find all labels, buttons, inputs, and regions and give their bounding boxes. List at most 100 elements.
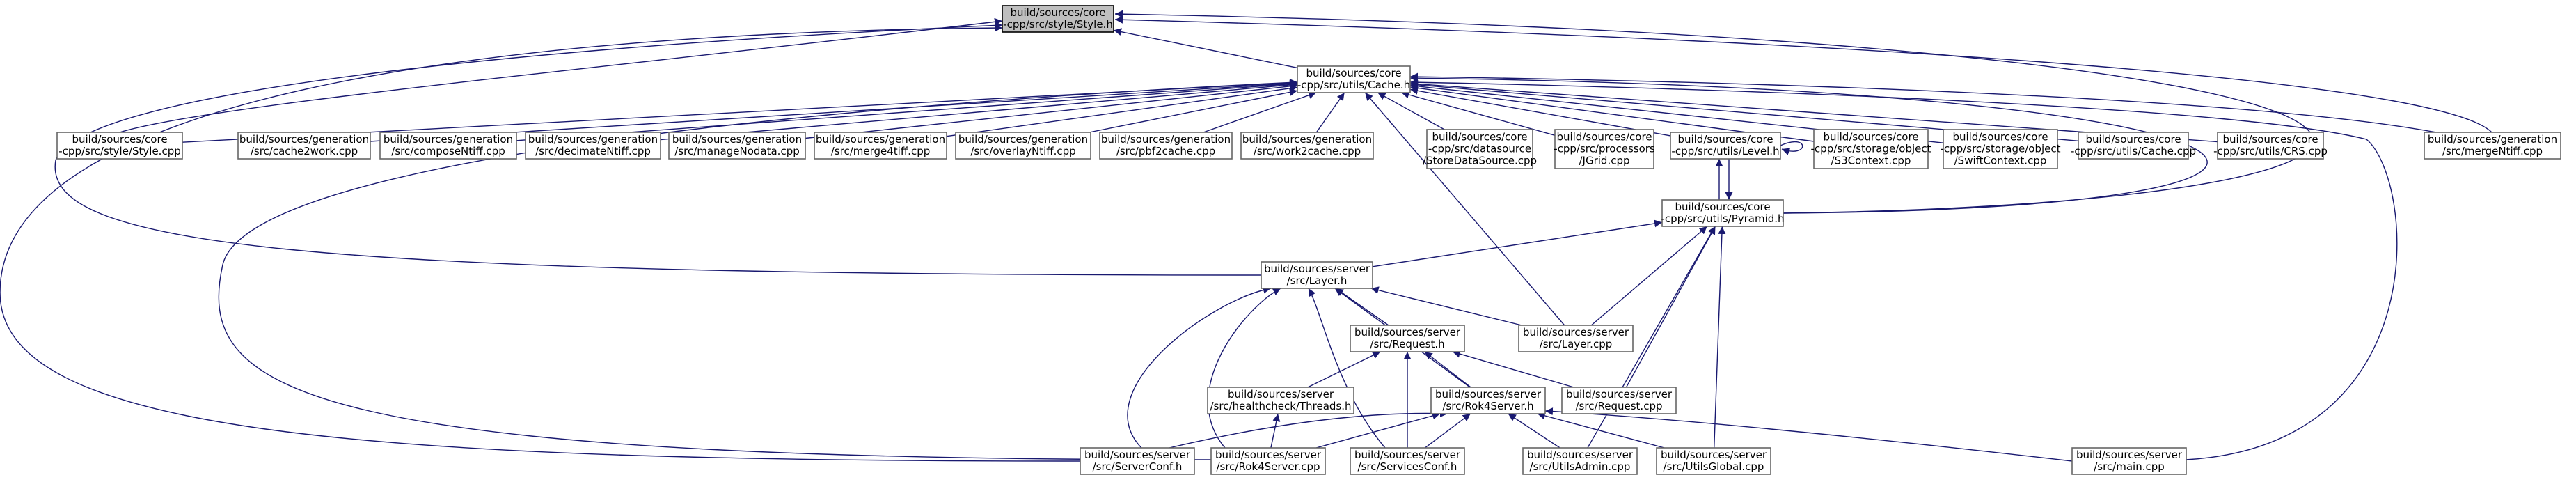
node-storeds[interactable]: build/sources/core-cpp/src/datasource/St… — [1423, 129, 1537, 169]
node-box — [1561, 387, 1677, 414]
node-label-line: -cpp/src/utils/Cache.h — [1297, 79, 1410, 91]
node-label-line: /src/mergeNtiff.cpp — [2442, 145, 2543, 157]
edge-serverconf-h-to-layer-h — [1127, 286, 1272, 449]
node-label-line: build/sources/core — [1823, 131, 1918, 143]
node-label-line: build/sources/core — [1432, 131, 1527, 143]
node-layer: build/sources/core-cpp/src/style/Style.h… — [56, 5, 2561, 475]
node-main-cpp[interactable]: build/sources/server/src/main.cpp — [2071, 447, 2187, 475]
node-work2cache[interactable]: build/sources/generation/src/work2cache.… — [1240, 132, 1374, 160]
node-label-line: /src/work2cache.cpp — [1254, 145, 1361, 157]
node-pyramid-h[interactable]: build/sources/core-cpp/src/utils/Pyramid… — [1661, 199, 1785, 227]
node-label-line: build/sources/core — [72, 133, 167, 146]
node-utilsglobal[interactable]: build/sources/server/src/UtilsGlobal.cpp — [1656, 447, 1771, 475]
edge-layer — [0, 10, 2492, 462]
node-cache-cpp[interactable]: build/sources/core-cpp/src/utils/Cache.c… — [2071, 132, 2196, 160]
node-label-line: build/sources/core — [1556, 131, 1652, 143]
node-label-line: /src/UtilsGlobal.cpp — [1664, 460, 1764, 473]
edge-composeNtiff-to-cache-h — [516, 80, 1298, 141]
node-box — [1522, 447, 1638, 475]
edge-jgrid-to-cache-h — [1401, 91, 1556, 136]
node-box — [2424, 132, 2561, 160]
node-box — [1656, 447, 1771, 475]
edge-layer-cpp-to-cache-h — [1364, 92, 1565, 326]
node-label-line: /src/Rok4Server.cpp — [1216, 460, 1320, 473]
node-label-line: build/sources/generation — [672, 133, 802, 146]
node-label-line: /src/healthcheck/Threads.h — [1210, 400, 1352, 412]
node-box — [1661, 199, 1784, 227]
node-layer-h[interactable]: build/sources/server/src/Layer.h — [1261, 261, 1373, 289]
node-label-line: /src/overlayNtiff.cpp — [970, 145, 1075, 157]
node-request-cpp[interactable]: build/sources/server/src/Request.cpp — [1561, 387, 1677, 414]
node-box — [1080, 447, 1195, 475]
node-style-cpp[interactable]: build/sources/core-cpp/src/style/Style.c… — [56, 132, 183, 160]
node-label-line: build/sources/server — [1566, 388, 1673, 401]
node-layer-cpp[interactable]: build/sources/server/src/Layer.cpp — [1518, 325, 1634, 352]
node-merge4tiff[interactable]: build/sources/generation/src/merge4tiff.… — [814, 132, 947, 160]
edge-work2cache-to-cache-h — [1315, 92, 1345, 133]
node-label-line: build/sources/generation — [958, 133, 1088, 146]
node-label-line: build/sources/server — [1435, 388, 1542, 401]
node-box — [1261, 261, 1373, 289]
node-box — [1210, 447, 1326, 475]
node-label-line: -cpp/src/storage/object — [1811, 143, 1931, 155]
node-composeNtiff[interactable]: build/sources/generation/src/composeNtif… — [379, 132, 517, 160]
edge-request-h-to-layer-h — [1335, 288, 1389, 326]
node-box — [1813, 129, 1929, 169]
node-box — [1350, 325, 1465, 352]
edge-pyramid-h-to-cache-h — [1409, 74, 2208, 214]
node-mergeNtiff[interactable]: build/sources/generation/src/mergeNtiff.… — [2424, 132, 2561, 160]
node-utilsadmin[interactable]: build/sources/server/src/UtilsAdmin.cpp — [1522, 447, 1638, 475]
edge-cache2work-to-cache-h — [370, 79, 1298, 142]
node-label-line: -cpp/src/processors — [1554, 143, 1655, 155]
node-label-line: -cpp/src/utils/Level.h — [1671, 145, 1779, 157]
node-servicesconf-h[interactable]: build/sources/server/src/ServicesConf.h — [1350, 447, 1465, 475]
node-swiftctx[interactable]: build/sources/core-cpp/src/storage/objec… — [1941, 129, 2061, 169]
node-label-line: build/sources/server — [1527, 449, 1634, 461]
edge-cache-h-to-style-h — [1113, 28, 1298, 69]
edge-mergeNtiff-to-cache-h — [1409, 72, 2437, 133]
node-level-h[interactable]: build/sources/core-cpp/src/utils/Level.h — [1670, 132, 1781, 160]
edge-utilsadmin-to-rok4server-h — [1508, 413, 1560, 449]
node-request-h[interactable]: build/sources/server/src/Request.h — [1350, 325, 1465, 352]
node-label-line: build/sources/core — [1306, 67, 1401, 79]
edge-style-cpp-to-style-h — [119, 17, 1003, 133]
node-label-line: build/sources/server — [1084, 449, 1191, 461]
node-pbf2cache[interactable]: build/sources/generation/src/pbf2cache.c… — [1099, 132, 1233, 160]
edge-merge4tiff-to-cache-h — [946, 84, 1298, 137]
node-label-line: -cpp/src/storage/object — [1941, 143, 2061, 155]
node-label-line: -cpp/src/style/Style.h — [1003, 18, 1113, 31]
node-label-line: /src/composeNtiff.cpp — [391, 145, 505, 157]
node-decimateNtiff[interactable]: build/sources/generation/src/decimateNti… — [525, 132, 661, 160]
node-cache2work[interactable]: build/sources/generation/src/cache2work.… — [237, 132, 371, 160]
node-label-line: /src/decimateNtiff.cpp — [535, 145, 651, 157]
node-box — [379, 132, 517, 160]
edge-rok4server-cpp-to-threads-h — [1270, 413, 1281, 449]
node-manageNodata[interactable]: build/sources/generation/src/manageNodat… — [668, 132, 806, 160]
node-label-line: build/sources/server — [1354, 449, 1461, 461]
node-label-line: build/sources/server — [1354, 326, 1461, 339]
node-overlayNtiff[interactable]: build/sources/generation/src/overlayNtif… — [955, 132, 1091, 160]
node-serverconf-h[interactable]: build/sources/server/src/ServerConf.h — [1080, 447, 1195, 475]
node-rok4server-cpp[interactable]: build/sources/server/src/Rok4Server.cpp — [1210, 447, 1326, 475]
node-box — [814, 132, 947, 160]
node-label-line: -cpp/src/style/Style.cpp — [58, 145, 180, 157]
node-cache-h[interactable]: build/sources/core-cpp/src/utils/Cache.h — [1297, 65, 1411, 93]
edge-threads-h-to-request-h — [1307, 351, 1381, 388]
node-rok4server-h[interactable]: build/sources/server/src/Rok4Server.h — [1430, 387, 1546, 414]
node-box — [1350, 447, 1465, 475]
node-label-line: build/sources/core — [1952, 131, 2048, 143]
node-label-line: /StoreDataSource.cpp — [1423, 155, 1537, 167]
node-box — [1518, 325, 1634, 352]
node-box — [1002, 5, 1114, 33]
node-jgrid[interactable]: build/sources/core-cpp/src/processors/JG… — [1554, 129, 1655, 169]
edge-main-cpp-to-rok4server-h — [1544, 407, 2073, 462]
node-label-line: -cpp/src/utils/Pyramid.h — [1661, 212, 1784, 225]
edge-level-h-to-cache-h — [1409, 86, 1671, 137]
node-crs-cpp[interactable]: build/sources/core-cpp/src/utils/CRS.cpp — [2213, 132, 2328, 160]
node-style-h[interactable]: build/sources/core-cpp/src/style/Style.h — [1002, 5, 1114, 33]
node-label-line: build/sources/server — [1264, 263, 1370, 275]
node-box — [237, 132, 371, 160]
node-threads-h[interactable]: build/sources/server/src/healthcheck/Thr… — [1207, 387, 1354, 414]
node-s3ctx[interactable]: build/sources/core-cpp/src/storage/objec… — [1811, 129, 1931, 169]
node-label-line: build/sources/server — [1523, 326, 1629, 339]
